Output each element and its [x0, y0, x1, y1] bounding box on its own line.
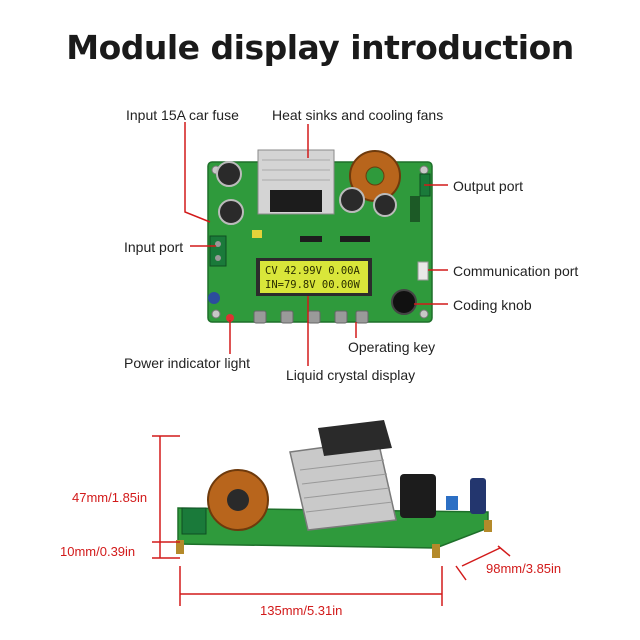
dimension-base: 10mm/0.39in: [60, 544, 136, 559]
side-view-board: [176, 420, 492, 558]
label-input-fuse: Input 15A car fuse: [126, 107, 239, 123]
label-operating-key: Operating key: [348, 339, 436, 355]
label-lcd: Liquid crystal display: [286, 367, 416, 383]
dimension-depth: 98mm/3.85in: [486, 561, 562, 576]
label-output-port: Output port: [453, 178, 524, 194]
dimension-height: 47mm/1.85in: [72, 490, 148, 505]
lcd-line-2: IN=79.8V 00.00W: [265, 279, 361, 291]
dimension-lines: [152, 435, 511, 606]
lcd-line-1: CV 42.99V 0.00A: [265, 265, 361, 277]
label-coding-knob: Coding knob: [453, 297, 532, 313]
callout-lines: [184, 122, 448, 366]
page-title: Module display introduction: [66, 28, 574, 67]
top-view-board: [207, 149, 433, 324]
dimension-width: 135mm/5.31in: [260, 603, 343, 618]
label-heat-sinks: Heat sinks and cooling fans: [272, 107, 444, 123]
label-power-indicator: Power indicator light: [124, 355, 251, 371]
label-communication-port: Communication port: [453, 263, 579, 279]
label-input-port: Input port: [124, 239, 184, 255]
